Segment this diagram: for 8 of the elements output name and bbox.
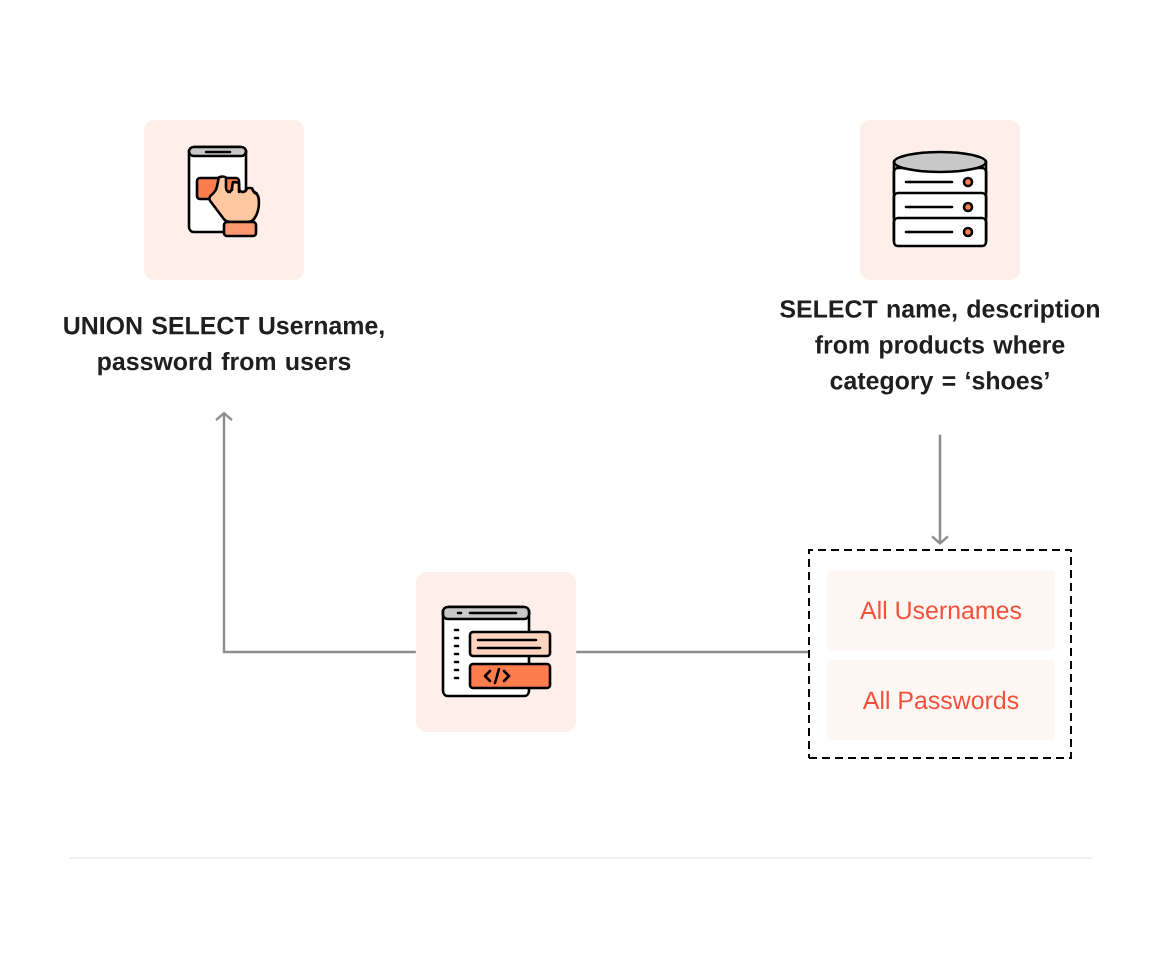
- query-text: SELECT name, description from products where category = ‘shoes’: [780, 299, 1099, 395]
- dashed-group-box: [808, 549, 1072, 759]
- arrow: [215, 411, 416, 654]
- result-box: All Usernames: [827, 570, 1055, 650]
- query-text: UNION SELECT Username, password from users: [64, 316, 384, 376]
- connector-line: [576, 650, 808, 654]
- arrow: [931, 434, 949, 545]
- result-box: All Passwords: [827, 660, 1055, 740]
